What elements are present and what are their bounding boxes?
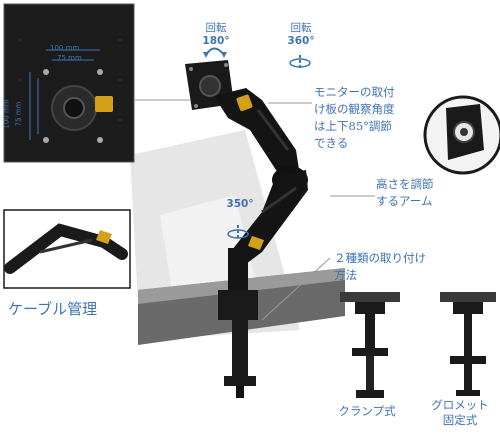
swivel-base-rotation-label: 回転 350°: [220, 198, 260, 211]
tilt-arrow-icon: [203, 47, 227, 58]
tilt-detail-inset: [423, 95, 500, 175]
monitor-tilt-callout: モニターの取付 け板の観察角度 は上下85°調節 できる: [314, 84, 395, 152]
height-adjust-line-2: するアーム: [376, 194, 433, 208]
desk-clamp: [218, 248, 258, 398]
swivel-top-rotation-label: 回転 360°: [281, 22, 321, 48]
cable-inset: [3, 209, 131, 289]
lower-arm: [232, 170, 308, 270]
tilt-rotation-label: 回転 180°: [196, 22, 236, 48]
grommet-label: グロメット 固定式: [420, 398, 500, 428]
tilt-rotation-word: 回転: [205, 22, 227, 34]
monitor-tilt-line-4: できる: [314, 136, 349, 150]
mounting-types-callout: ２種類の取り付け 方法: [334, 250, 426, 284]
clamp-mount-diagram: [340, 292, 400, 398]
grommet-line-1: グロメット: [431, 398, 489, 412]
cable-management-label: ケーブル管理: [8, 300, 98, 318]
swivel-top-rotation-degree: 360°: [287, 35, 315, 47]
vesa-width-outer: 100 mm: [50, 44, 80, 52]
swivel-base-rotation-degree: 350°: [226, 198, 254, 210]
vesa-width-inner: 75 mm: [57, 54, 82, 62]
callout-line-mount: [261, 257, 331, 321]
mounting-types-line-2: 方法: [334, 268, 357, 282]
monitor-tilt-line-1: モニターの取付: [314, 85, 395, 99]
mounting-types-line-1: ２種類の取り付け: [334, 251, 426, 265]
swivel-top-arrow-icon: [289, 55, 311, 68]
height-adjust-line-1: 高さを調節: [376, 177, 434, 191]
tilt-rotation-degree: 180°: [202, 35, 230, 47]
clamp-label: クランプ式: [338, 404, 396, 418]
swivel-base-arrow-icon: [227, 225, 249, 240]
vesa-height-outer: 100 mm: [2, 99, 11, 129]
grommet-line-2: 固定式: [442, 413, 478, 427]
monitor-tilt-line-2: け板の観察角度: [314, 102, 395, 116]
height-adjust-callout: 高さを調節 するアーム: [376, 176, 434, 210]
vesa-inset: [3, 3, 135, 163]
monitor-tilt-line-3: は上下85°調節: [314, 119, 392, 133]
upper-arm: [214, 88, 300, 186]
vesa-height-inner: 75 mm: [14, 101, 23, 127]
grommet-mount-diagram: [440, 292, 496, 396]
swivel-top-rotation-word: 回転: [290, 22, 312, 34]
